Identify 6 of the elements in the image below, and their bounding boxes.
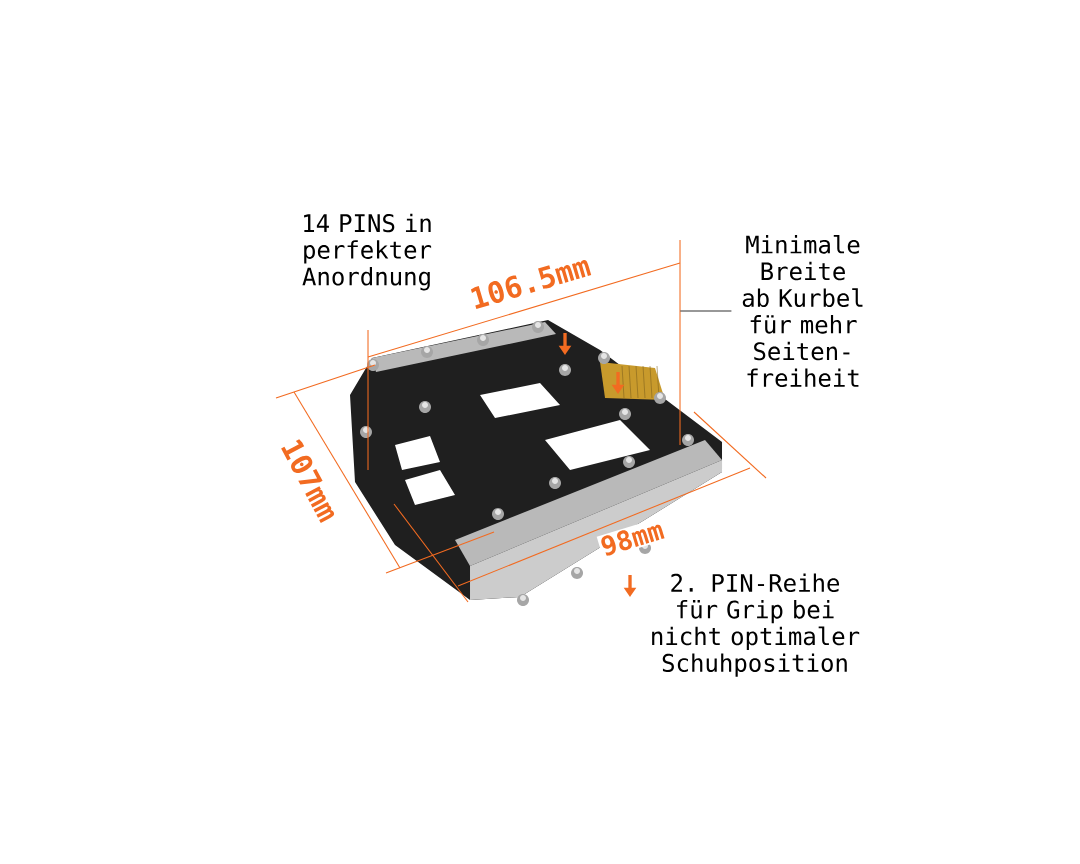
- dimension-label: 98mm: [596, 517, 668, 559]
- dimension-label: 106.5mm: [465, 252, 595, 312]
- annotation-text: Minimale Breite ab Kurbel für mehr Seiten- freiheit: [742, 235, 863, 387]
- annotation-text: 2. PIN-Reihe für Grip bei nicht optimaler Schuhposition: [652, 573, 860, 677]
- leader-line: [679, 310, 732, 312]
- annotation-text: 14 PINS in perfekter Anordnung: [302, 213, 432, 291]
